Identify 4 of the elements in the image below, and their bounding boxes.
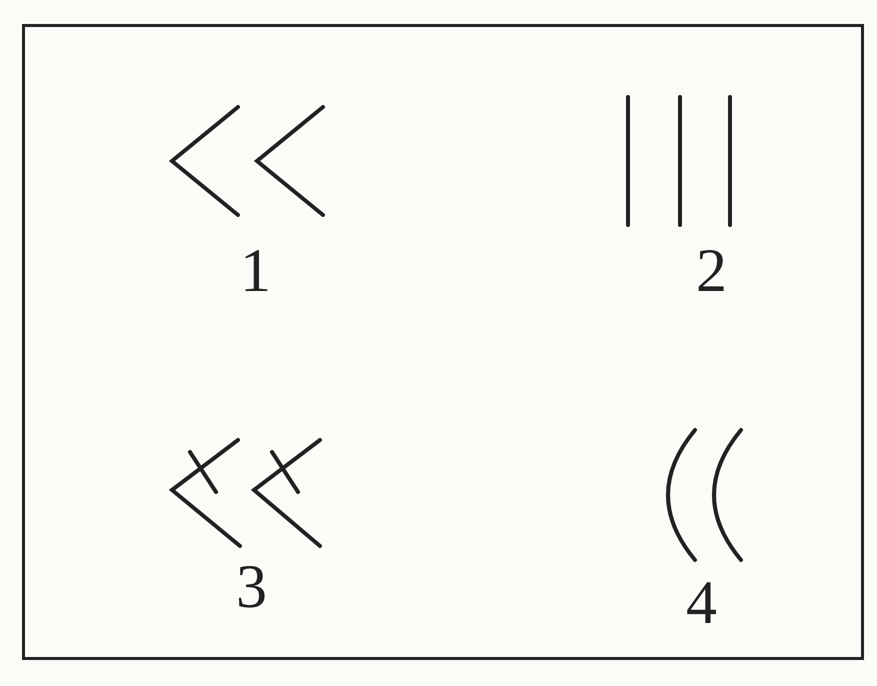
symbol-number: 4 [686, 572, 717, 634]
symbol-number: 3 [236, 556, 267, 618]
symbol-number: 2 [696, 240, 727, 302]
symbol-number: 1 [240, 240, 271, 302]
